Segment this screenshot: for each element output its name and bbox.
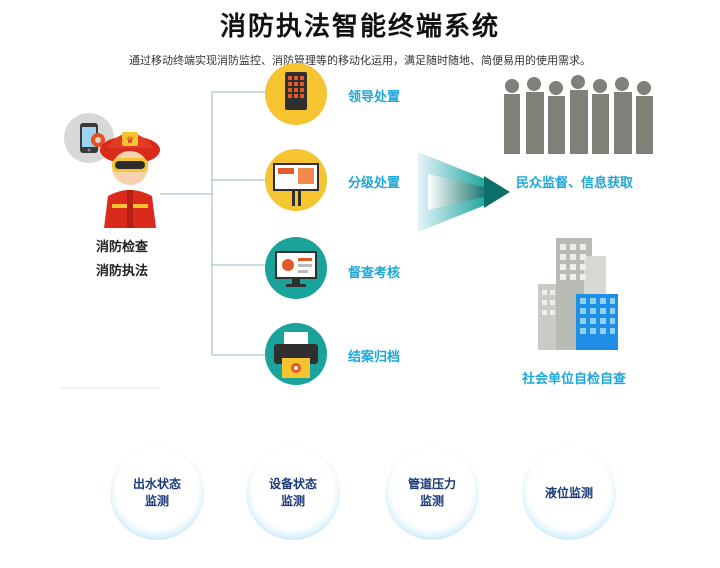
monitor-label-4a: 液位监测 bbox=[544, 485, 593, 500]
process-label-4: 结案归档 bbox=[348, 350, 401, 365]
process-label-1: 领导处置 bbox=[348, 90, 401, 105]
units-label: 社会单位自检自查 bbox=[522, 372, 627, 387]
process-label-3: 督查考核 bbox=[348, 266, 401, 281]
monitor-circle-1: 出水状态 监测 bbox=[110, 446, 204, 540]
monitor-label-2a: 设备状态 bbox=[268, 477, 317, 491]
monitor-circle-3: 管道压力 监测 bbox=[385, 446, 479, 540]
monitor-circle-4: 液位监测 bbox=[522, 446, 616, 540]
monitor-label-3b: 监测 bbox=[419, 494, 444, 508]
monitor-label-1a: 出水状态 bbox=[132, 477, 181, 491]
process-label-2: 分级处置 bbox=[348, 176, 401, 191]
phone-grid-icon bbox=[264, 62, 328, 126]
page-title: 消防执法智能终端系统 bbox=[219, 12, 500, 42]
monitor-label-1b: 监测 bbox=[144, 494, 169, 508]
page-subtitle: 通过移动终端实现消防监控、消防管理等的移动化运用，满足随时随地、简便易用的使用需… bbox=[129, 54, 591, 67]
crowd-icon bbox=[498, 74, 658, 154]
arrow-icon bbox=[418, 150, 512, 234]
firefighter-label-2: 消防执法 bbox=[96, 264, 149, 279]
public-label: 民众监督、信息获取 bbox=[516, 176, 634, 191]
firefighter-icon: ♛ bbox=[90, 118, 170, 228]
svg-text:♛: ♛ bbox=[126, 136, 134, 146]
phone-gear-icon bbox=[64, 113, 114, 163]
printer-icon bbox=[264, 322, 328, 386]
monitor-circle-2: 设备状态 监测 bbox=[246, 446, 340, 540]
billboard-icon bbox=[264, 148, 328, 212]
building-icon bbox=[538, 238, 622, 350]
monitor-label-3a: 管道压力 bbox=[407, 477, 456, 491]
monitor-label-2b: 监测 bbox=[280, 494, 305, 508]
firefighter-label-1: 消防检查 bbox=[96, 240, 149, 255]
monitor-icon bbox=[264, 236, 328, 300]
